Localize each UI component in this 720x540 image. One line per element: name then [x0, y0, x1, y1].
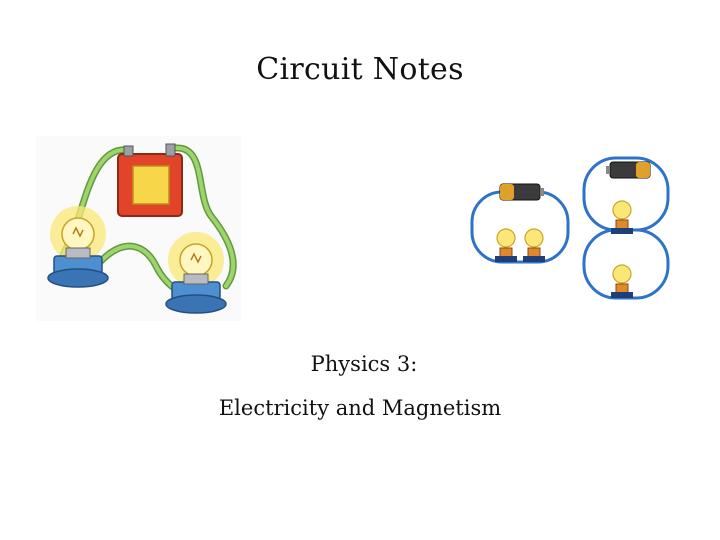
series-circuit-illustration: [36, 136, 241, 321]
subtitle-line-2: Electricity and Magnetism: [218, 396, 502, 420]
parallel-circuit-diagram: [582, 156, 670, 300]
subtitle-line-1: Physics 3:: [310, 352, 418, 376]
slide-title: Circuit Notes: [256, 52, 464, 87]
circuit-diagrams-illustration: [470, 156, 670, 300]
series-circuit-diagram: [470, 183, 570, 264]
